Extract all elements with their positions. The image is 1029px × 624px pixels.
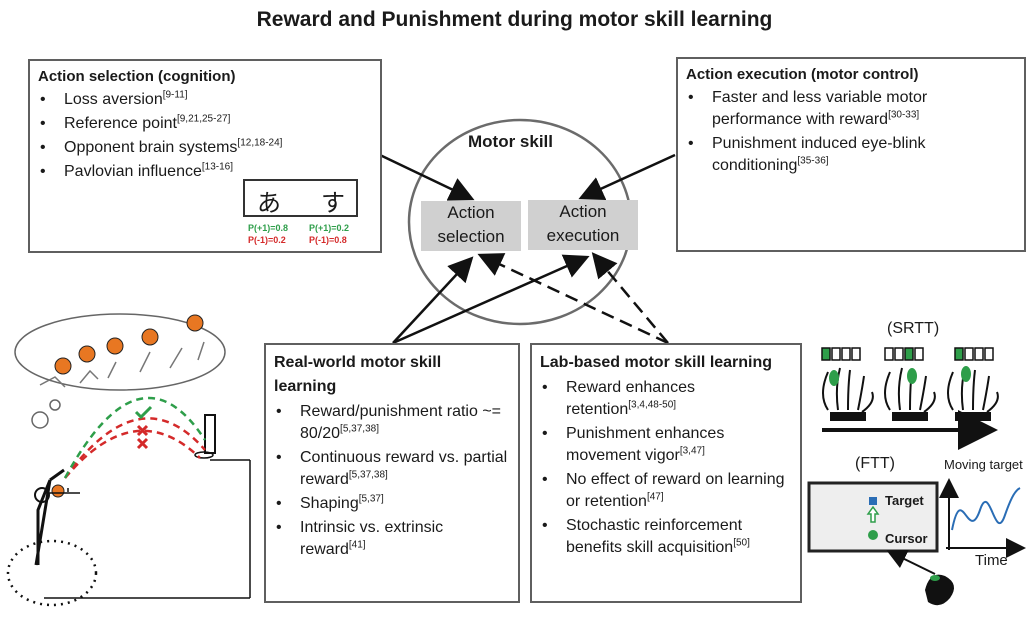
list-item: Intrinsic vs. extrinsic reward[41] [276, 517, 510, 561]
action-selection-box: Action selection (cognition) Loss aversi… [28, 59, 382, 253]
dashed-arrow-lab-to-selection [477, 253, 669, 345]
action-execution-line1: Action [559, 202, 607, 221]
lab-list: Reward enhances retention[3,4,48-50] Pun… [540, 377, 792, 559]
time-axis-label: Time [975, 552, 1008, 569]
arrow-motor-to-execution [578, 153, 676, 201]
action-execution-pill: Action execution [528, 200, 638, 250]
arrow-cognition-to-selection [379, 153, 475, 201]
action-selection-line2: selection [437, 227, 505, 246]
box-heading: Real-world motor skill learning [274, 354, 442, 395]
list-item: Shaping[5,37] [276, 493, 510, 515]
list-item: Stochastic reinforcement benefits skill … [542, 515, 792, 559]
action-selection-pill: Action selection [421, 201, 521, 251]
shooter-scene [6, 396, 251, 607]
realworld-list: Reward/punishment ratio ~= 80/20[5,37,38… [274, 401, 510, 561]
ftt-cursor-label: Cursor [885, 531, 928, 546]
motor-skill-label: Motor skill [468, 132, 554, 151]
list-item: Continuous reward vs. partial reward[5,3… [276, 447, 510, 491]
ftt-label: (FTT) [855, 455, 895, 472]
left-probabilities: P(+1)=0.8 P(-1)=0.2 [248, 223, 289, 245]
list-item: Reward/punishment ratio ~= 80/20[5,37,38… [276, 401, 510, 445]
list-item: Reward enhances retention[3,4,48-50] [542, 377, 792, 421]
action-execution-box: Action execution (motor control) Faster … [676, 57, 1026, 252]
action-selection-line1: Action [447, 203, 495, 222]
kana-left: あ [257, 189, 281, 217]
arrow-realworld-to-selection [392, 256, 474, 344]
box-heading: Action selection (cognition) [38, 68, 236, 85]
right-probabilities: P(+1)=0.2 P(-1)=0.8 [309, 223, 350, 245]
action-execution-line2: execution [546, 226, 620, 245]
dashed-arrow-lab-to-execution [591, 252, 669, 344]
moving-target-label: Moving target [944, 457, 1023, 472]
check-mark-icon [134, 405, 153, 420]
box-heading: Action execution (motor control) [686, 66, 919, 83]
list-item: Punishment induced eye-blink conditionin… [688, 133, 1002, 177]
list-item: Reference point[9,21,25-27] [40, 113, 372, 135]
lab-based-box: Lab-based motor skill learning Reward en… [530, 343, 802, 603]
list-item: No effect of reward on learning or reten… [542, 469, 792, 513]
motor-list: Faster and less variable motor performan… [686, 87, 1002, 177]
list-item: Opponent brain systems[12,18-24] [40, 137, 372, 159]
cognition-list: Loss aversion[9-11] Reference point[9,21… [38, 89, 372, 183]
ftt-target-label: Target [885, 493, 924, 508]
list-item: Pavlovian influence[13-16] [40, 161, 372, 183]
ftt-task-icon [807, 478, 1026, 606]
hand-joystick-icon [925, 574, 954, 606]
list-item: Faster and less variable motor performan… [688, 87, 1002, 131]
page-title: Reward and Punishment during motor skill… [256, 8, 773, 31]
kana-stimulus-panel: あ す [243, 179, 358, 217]
kana-right: す [321, 189, 345, 217]
cross-mark-icon [136, 437, 149, 450]
srtt-task-icon [821, 347, 999, 450]
basketball-sequence-icon [39, 314, 205, 388]
real-world-box: Real-world motor skill learning Reward/p… [264, 343, 520, 603]
srtt-label: (SRTT) [887, 320, 940, 337]
box-heading: Lab-based motor skill learning [540, 354, 773, 371]
cross-mark-icon [136, 424, 149, 437]
arrow-realworld-to-execution [392, 254, 590, 345]
list-item: Loss aversion[9-11] [40, 89, 372, 111]
list-item: Punishment enhances movement vigor[3,47] [542, 423, 792, 467]
